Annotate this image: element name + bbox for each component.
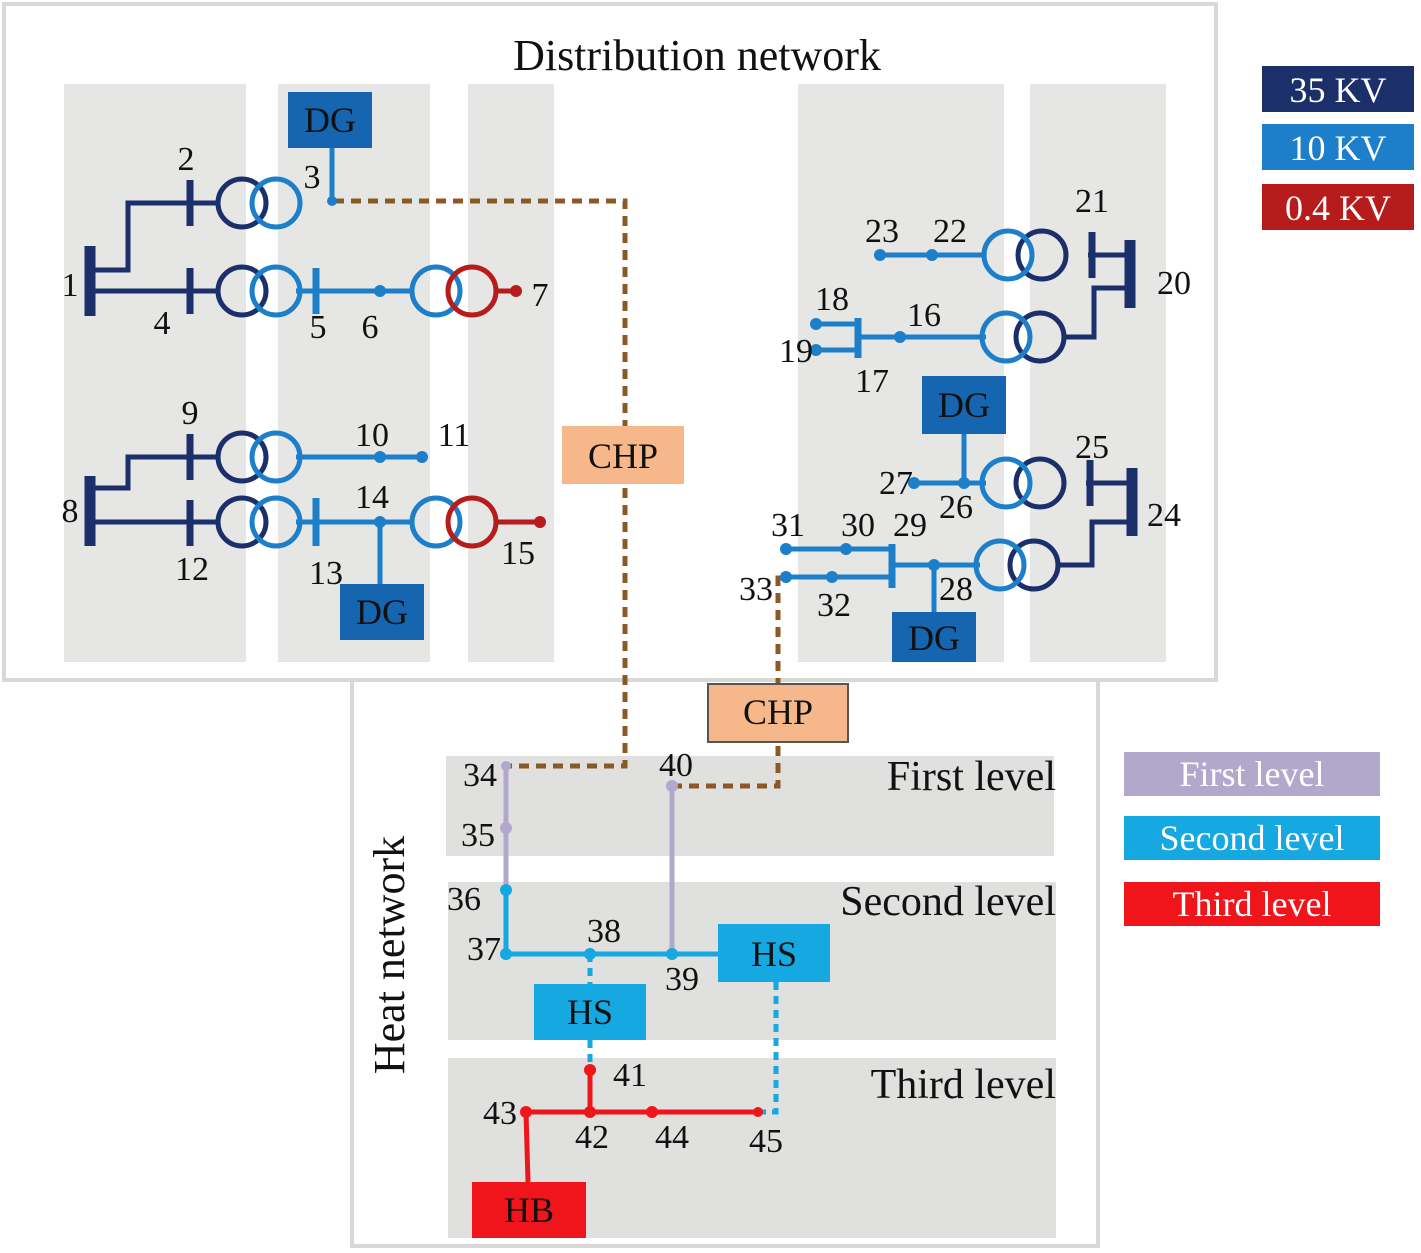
- node-label: 26: [939, 489, 973, 526]
- legend-label-first: First level: [1180, 754, 1325, 794]
- transformer-secondary-circles: [249, 176, 1035, 592]
- kv04-elements: [445, 264, 540, 549]
- node-label: 42: [575, 1119, 609, 1156]
- heat-third-level-dots: [520, 1064, 763, 1118]
- dg-label-right-lower: DG: [908, 618, 960, 658]
- level-title-first: First level: [887, 754, 1056, 800]
- level-legend: First level Second level Third level: [1124, 752, 1380, 926]
- heat-third-level-lines: [523, 1070, 758, 1183]
- node-label: 44: [655, 1119, 689, 1156]
- kv35-lines: [84, 180, 1138, 568]
- hs-box-left: [534, 984, 646, 1040]
- legend-label-10kv: 10 KV: [1290, 128, 1387, 168]
- legend-label-04kv: 0.4 KV: [1285, 188, 1391, 228]
- heat-title: Heat network: [365, 836, 414, 1074]
- node-label: 40: [659, 747, 693, 784]
- node-label: 15: [501, 535, 535, 572]
- node-label: 29: [893, 507, 927, 544]
- dg-box-top: [288, 92, 372, 148]
- transformer-primary-circles: [215, 176, 1069, 592]
- distribution-columns: [64, 84, 1166, 662]
- node-label: 36: [447, 881, 481, 918]
- node-label: 31: [771, 507, 805, 544]
- dg-label-top: DG: [304, 100, 356, 140]
- node-label: 7: [532, 277, 549, 314]
- legend-label-second: Second level: [1160, 818, 1345, 858]
- node-label: 18: [815, 281, 849, 318]
- chp-links: [334, 198, 781, 789]
- legend-label-third: Third level: [1173, 884, 1332, 924]
- node-label: 39: [665, 961, 699, 998]
- node-label: 43: [483, 1095, 517, 1132]
- dg-box-bottom-left: [340, 584, 424, 640]
- dg-box-right-lower: [892, 612, 976, 662]
- node-label: 35: [461, 817, 495, 854]
- node-label: 38: [587, 913, 621, 950]
- node-label: 5: [310, 309, 327, 346]
- node-label: 32: [817, 587, 851, 624]
- chp-box-lower: [707, 683, 849, 743]
- bus-dots: [327, 196, 970, 583]
- distribution-title: Distribution network: [513, 31, 881, 80]
- node-label: 21: [1075, 183, 1109, 220]
- node-label: 34: [463, 757, 497, 794]
- node-label: 17: [855, 363, 889, 400]
- node-label: 20: [1157, 265, 1191, 302]
- legend-swatch-04kv: [1262, 184, 1414, 230]
- node-label: 14: [355, 479, 389, 516]
- dg-box-right-upper: [922, 376, 1006, 434]
- node-label: 33: [739, 571, 773, 608]
- legend-swatch-third: [1124, 882, 1380, 926]
- dg-boxes: DG DG DG DG: [288, 92, 1006, 662]
- level-title-third: Third level: [871, 1062, 1056, 1108]
- node-label: 23: [865, 213, 899, 250]
- node-label: 24: [1147, 497, 1181, 534]
- hs-label-right: HS: [751, 934, 797, 974]
- node-label: 11: [438, 417, 471, 454]
- node-label: 9: [182, 395, 199, 432]
- dg-label-right-upper: DG: [938, 385, 990, 425]
- node-label: 45: [749, 1123, 783, 1160]
- node-label: 25: [1075, 429, 1109, 466]
- heat-first-level-dots: [500, 761, 678, 834]
- node-label: 4: [154, 305, 171, 342]
- legend-swatch-35kv: [1262, 66, 1414, 112]
- hb-label: HB: [504, 1190, 554, 1230]
- node-label: 28: [939, 571, 973, 608]
- heat-second-level-dots: [500, 884, 678, 960]
- node-label: 1: [62, 267, 79, 304]
- chp-box-upper: [562, 426, 684, 484]
- node-label: 22: [933, 213, 967, 250]
- node-label: 41: [613, 1057, 647, 1094]
- hb-box: [472, 1182, 586, 1238]
- legend-swatch-second: [1124, 816, 1380, 860]
- node-label: 12: [175, 551, 209, 588]
- node-label: 19: [779, 333, 813, 370]
- chp-label-upper: CHP: [588, 436, 658, 476]
- node-label: 27: [879, 465, 913, 502]
- level-title-second: Second level: [840, 879, 1056, 925]
- node-label: 16: [907, 297, 941, 334]
- legend-swatch-first: [1124, 752, 1380, 796]
- node-label: 2: [178, 141, 195, 178]
- node-label: 10: [355, 417, 389, 454]
- node-label: 37: [467, 931, 501, 968]
- chp-label-lower: CHP: [743, 692, 813, 732]
- dg-label-bottom-left: DG: [356, 592, 408, 632]
- voltage-legend: 35 KV 10 KV 0.4 KV: [1262, 66, 1414, 230]
- legend-swatch-10kv: [1262, 124, 1414, 170]
- legend-label-35kv: 35 KV: [1290, 70, 1387, 110]
- hs-label-left: HS: [567, 992, 613, 1032]
- node-label: 3: [304, 159, 321, 196]
- hs-box-right: [718, 924, 830, 982]
- node-label: 6: [362, 309, 379, 346]
- node-labels: 1 2 3 4 5 6 7 8 9 10 11 12 13 14 15 16 1…: [62, 141, 1192, 1160]
- node-label: 30: [841, 507, 875, 544]
- node-label: 13: [309, 555, 343, 592]
- node-label: 8: [62, 493, 79, 530]
